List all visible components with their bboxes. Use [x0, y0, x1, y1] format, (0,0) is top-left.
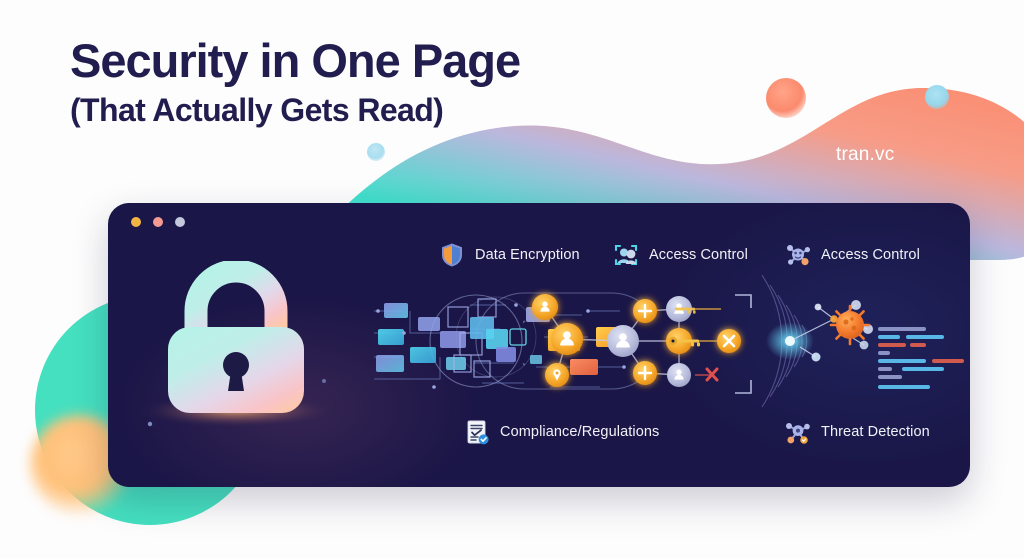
headline-primary: Security in One Page [70, 34, 521, 87]
feature-label: Access Control [821, 247, 920, 263]
window-dot-yellow[interactable] [131, 217, 141, 227]
feature-label: Data Encryption [475, 247, 580, 263]
feature-threat-detection[interactable]: Threat Detection [784, 418, 930, 446]
feature-access-control-2[interactable]: Access Control [784, 241, 920, 269]
face-scan-icon [614, 244, 638, 266]
shield-icon [442, 243, 462, 267]
headline-secondary: (That Actually Gets Read) [70, 91, 444, 128]
feature-label: Access Control [649, 247, 748, 263]
network-node-icon [787, 245, 810, 266]
orange-dot [766, 78, 806, 118]
feature-compliance[interactable]: Compliance/Regulations [463, 418, 659, 446]
small-blue-dot [367, 143, 385, 161]
window-dot-pink[interactable] [153, 217, 163, 227]
feature-label: Threat Detection [821, 424, 930, 440]
blue-dot [925, 85, 949, 109]
window-dot-gray[interactable] [175, 217, 185, 227]
threat-node-icon [786, 423, 810, 444]
feature-access-control-1[interactable]: Access Control [612, 241, 748, 269]
feature-label: Compliance/Regulations [500, 424, 660, 440]
window-controls [131, 217, 185, 227]
threat-radar-illustration [761, 274, 964, 408]
document-check-icon [467, 420, 489, 445]
padlock-illustration [136, 261, 336, 428]
dark-showcase-panel: Data Encryption Access Control [108, 203, 970, 487]
feature-data-encryption[interactable]: Data Encryption [438, 241, 580, 269]
brand-logo: tran.vc [836, 144, 895, 165]
access-control-diagram [523, 294, 752, 394]
page-title: Security in One Page (That Actually Gets… [70, 34, 521, 130]
